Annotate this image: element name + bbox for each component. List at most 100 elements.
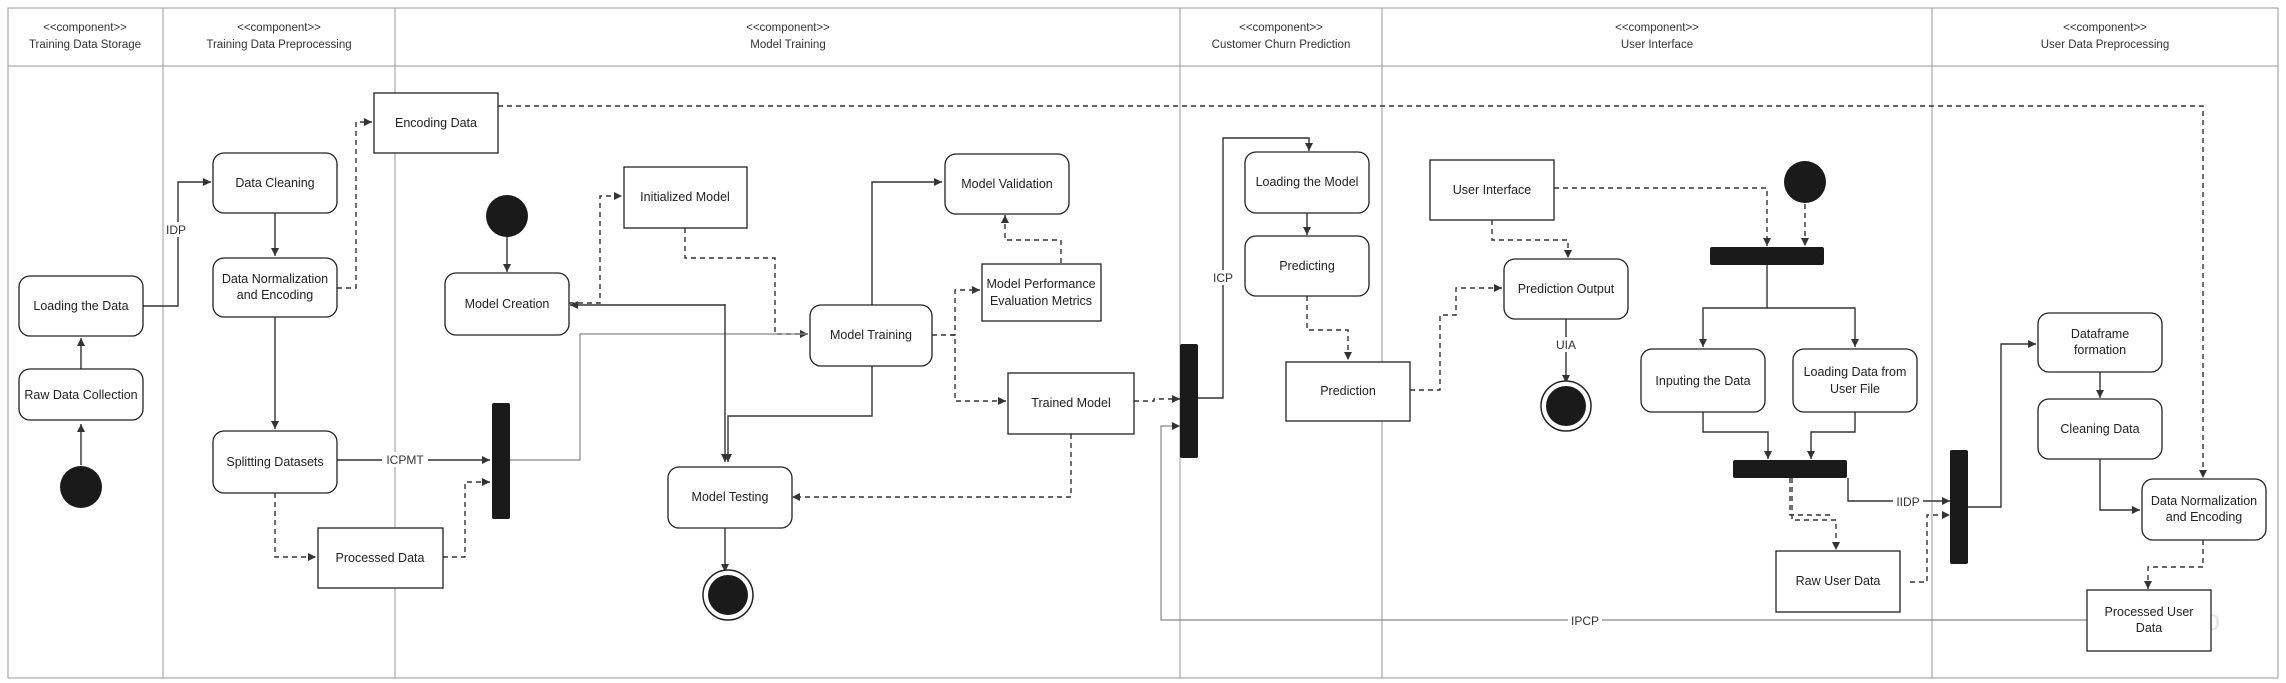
edge-prediction-to-output <box>1410 284 1502 391</box>
node-label: Prediction Output <box>1518 282 1615 296</box>
swimlane-header-customer-churn-prediction: <<component>> Customer Churn Prediction <box>1212 22 1351 51</box>
edge-to-model-creation <box>570 301 726 309</box>
edge-label-icp: ICP <box>1213 271 1233 285</box>
node-raw-user-data: Raw User Data <box>1775 550 1901 613</box>
edge-label-iidp: IIDP <box>1896 495 1919 509</box>
edge-fork-to-loading-model <box>1197 137 1313 399</box>
node-model-training: Model Training <box>809 304 933 367</box>
node-label: Data Normalization <box>2151 494 2257 508</box>
edge-processed-user-to-icp-fork <box>1160 422 2087 621</box>
edge-label-ipcp: IPCP <box>1571 614 1599 628</box>
node-raw-data-collection: Raw Data Collection <box>18 368 144 421</box>
edge-training-to-validation <box>871 178 942 310</box>
node-label: Data <box>2136 621 2162 635</box>
lane-title: Training Data Storage <box>29 39 141 51</box>
node-model-testing: Model Testing <box>667 466 793 529</box>
edge-training-to-perf <box>951 286 980 336</box>
swimlane-frame <box>7 7 2279 679</box>
edge-join-to-raw-user <box>1791 478 1840 550</box>
node-model-validation: Model Validation <box>944 153 1070 215</box>
node-label: Raw User Data <box>1796 574 1881 588</box>
lane-title: Model Training <box>750 39 825 51</box>
node-label: Initialized Model <box>640 190 730 204</box>
node-predicting: Predicting <box>1244 235 1370 297</box>
stereotype-label: <<component>> <box>237 22 321 34</box>
node-initialized-model: Initialized Model <box>623 166 748 229</box>
node-label: Trained Model <box>1031 396 1110 410</box>
node-prediction-output: Prediction Output <box>1503 258 1629 320</box>
node-label: Dataframe <box>2071 327 2129 341</box>
node-label: Processed Data <box>336 551 425 565</box>
node-label: Model Validation <box>961 177 1053 191</box>
node-data-cleaning: Data Cleaning <box>212 152 338 214</box>
lane-title: User Interface <box>1621 39 1693 51</box>
edge-norm-to-encoding <box>337 118 372 289</box>
edge-fork-to-loading-file <box>1767 307 1859 347</box>
edge-fork-to-training <box>510 333 808 461</box>
node-label: Model Performance <box>986 277 1095 291</box>
node-label: Model Training <box>830 328 912 342</box>
node-label: and Encoding <box>237 288 314 302</box>
edges <box>77 105 2207 621</box>
join-bar <box>1733 460 1847 478</box>
node-label: Predicting <box>1279 259 1335 273</box>
node-splitting-datasets: Splitting Datasets <box>212 430 338 494</box>
start-node <box>1784 161 1826 203</box>
fork-bar <box>1710 247 1824 265</box>
lane-title: User Data Preprocessing <box>2041 39 2169 51</box>
node-label: User Interface <box>1453 183 1532 197</box>
edge-label-icpmt: ICPMT <box>386 453 424 467</box>
node-label: Model Creation <box>465 297 550 311</box>
node-label: Prediction <box>1320 384 1376 398</box>
swimlane-header-user-data-preprocessing: <<component>> User Data Preprocessing <box>2041 22 2169 51</box>
node-processed-data: Processed Data <box>317 527 444 589</box>
node-dataframe-formation: Dataframe formation <box>2037 312 2163 373</box>
edge-encoding-to-user-norm <box>498 105 2207 478</box>
node-label: Data Cleaning <box>235 176 314 190</box>
node-label: Inputing the Data <box>1655 374 1750 388</box>
edge-raw-user-to-fork <box>1910 511 1950 583</box>
swimlane-header-training-data-storage: <<component>> Training Data Storage <box>29 22 141 51</box>
node-label: Raw Data Collection <box>24 388 137 402</box>
node-label: and Encoding <box>2166 510 2243 524</box>
edge-ui-to-fork <box>1554 187 1771 246</box>
stereotype-label: <<component>> <box>43 22 127 34</box>
edge-ui-to-output <box>1491 220 1572 258</box>
node-model-creation: Model Creation <box>444 272 570 336</box>
node-label: Processed User <box>2105 605 2194 619</box>
node-encoding-data: Encoding Data <box>373 92 499 154</box>
edge-labels: IDP ICPMT ICP UIA IIDP IPCP <box>164 222 1923 628</box>
node-label: Splitting Datasets <box>226 455 323 469</box>
node-loading-the-model: Loading the Model <box>1244 151 1370 214</box>
node-label: Encoding Data <box>395 116 477 130</box>
edge-perf-to-validation <box>1001 215 1062 263</box>
edge-join-branch <box>1789 478 1830 516</box>
node-processed-user-data: Processed User Data <box>2086 589 2212 652</box>
node-prediction: Prediction <box>1285 361 1411 422</box>
node-model-performance-metrics: Model Performance Evaluation Metrics <box>981 263 1102 322</box>
start-node <box>486 195 528 237</box>
node-data-normalization-encoding: Data Normalization and Encoding <box>212 257 338 318</box>
fork-bar <box>492 403 510 519</box>
edge-initialized-to-training <box>684 228 808 338</box>
stereotype-label: <<component>> <box>1239 22 1323 34</box>
edge-predicting-to-prediction <box>1306 296 1352 360</box>
swimlane-header-user-interface: <<component>> User Interface <box>1615 22 1699 51</box>
edge-cleaning-to-norm <box>2099 459 2140 514</box>
node-user-interface: User Interface <box>1429 159 1555 221</box>
edge-norm-to-processed-user <box>2144 540 2204 589</box>
stereotype-label: <<component>> <box>746 22 830 34</box>
edge-loading-to-cleaning <box>143 178 211 307</box>
node-loading-the-data: Loading the Data <box>18 275 144 337</box>
node-label: Model Testing <box>692 490 769 504</box>
edge-training-to-trained <box>932 334 1006 405</box>
edge-splitting-to-processed <box>274 493 316 561</box>
node-label: User File <box>1830 382 1880 396</box>
stereotype-label: <<component>> <box>1615 22 1699 34</box>
node-label: Cleaning Data <box>2060 422 2139 436</box>
end-node <box>702 569 754 621</box>
edge-fork-to-dataframe <box>1968 340 2036 508</box>
node-label: Loading the Model <box>1256 175 1359 189</box>
node-user-data-normalization-encoding: Data Normalization and Encoding <box>2141 478 2267 541</box>
edge-training-to-testing <box>724 366 873 462</box>
